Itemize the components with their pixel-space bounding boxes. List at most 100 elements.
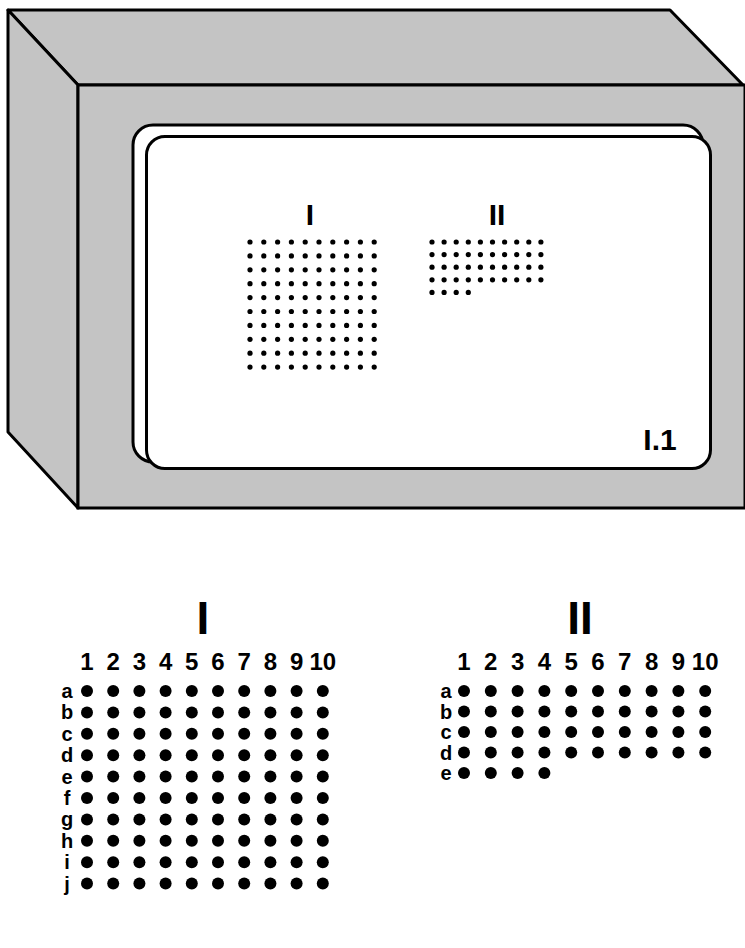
grid-dot <box>358 365 363 370</box>
grid-dot <box>592 706 604 718</box>
grid-dot <box>247 351 252 356</box>
grid-dot <box>358 337 363 342</box>
grid-dot <box>317 813 329 825</box>
grid-dot <box>261 281 266 286</box>
grid-dot <box>160 878 172 890</box>
row-letter: b <box>440 702 452 722</box>
grid-dot <box>291 878 303 890</box>
grid-dot <box>238 706 250 718</box>
grid-dot <box>442 252 447 257</box>
grid-dot <box>238 878 250 890</box>
grid-dot <box>672 706 684 718</box>
grid-dot <box>526 252 531 257</box>
grid-dot <box>247 295 252 300</box>
row-letter: j <box>64 874 70 894</box>
grid-dot <box>264 749 276 761</box>
grid-dot <box>247 323 252 328</box>
grid-dot <box>330 253 335 258</box>
column-number: 10 <box>692 650 719 674</box>
grid-dot <box>490 239 495 244</box>
grid-dot <box>275 351 280 356</box>
grid-dot <box>485 685 497 697</box>
grid-dot <box>160 749 172 761</box>
grid-dot <box>485 706 497 718</box>
grid-dot <box>344 267 349 272</box>
grid-dot <box>526 239 531 244</box>
grid-dot <box>289 337 294 342</box>
grid-dot <box>490 252 495 257</box>
grid-dot <box>133 835 145 847</box>
grid-dot <box>344 323 349 328</box>
grid-dot <box>133 792 145 804</box>
grid-dot <box>81 835 93 847</box>
grid-dot <box>526 265 531 270</box>
grid-dot <box>372 253 377 258</box>
column-number: 2 <box>107 650 120 674</box>
grid-dot <box>478 239 483 244</box>
grid-dot <box>291 856 303 868</box>
grid-dot <box>275 239 280 244</box>
row-letter: i <box>64 852 70 872</box>
grid-dot <box>133 771 145 783</box>
grid-dot <box>212 792 224 804</box>
grid-dot <box>261 253 266 258</box>
grid-dot <box>291 835 303 847</box>
grid-dot <box>291 771 303 783</box>
grid-dot <box>466 239 471 244</box>
cabinet-side <box>8 10 78 508</box>
grid-dot <box>261 309 266 314</box>
grid-dot <box>316 295 321 300</box>
grid-dot <box>107 749 119 761</box>
grid-dot <box>330 351 335 356</box>
grid-dot <box>485 726 497 738</box>
grid-dot <box>238 771 250 783</box>
grid-dot <box>344 337 349 342</box>
grid-dot <box>316 323 321 328</box>
column-number: 5 <box>185 650 198 674</box>
grid-dot <box>502 239 507 244</box>
grid-dot <box>490 277 495 282</box>
grid-dot <box>358 253 363 258</box>
column-number: 8 <box>645 650 658 674</box>
grid-dot <box>133 706 145 718</box>
grid-dot <box>186 878 198 890</box>
grid-dot <box>291 685 303 697</box>
grid-dot <box>466 277 471 282</box>
grid-dot <box>344 281 349 286</box>
grid-dot <box>238 835 250 847</box>
grid-dot <box>619 726 631 738</box>
grid-dot <box>429 252 434 257</box>
grid-dot <box>538 706 550 718</box>
grid-dot <box>619 706 631 718</box>
grid-dot <box>186 771 198 783</box>
grid-dot <box>442 265 447 270</box>
grid-dot <box>81 728 93 740</box>
grid-dot <box>291 792 303 804</box>
grid-dot <box>317 728 329 740</box>
grid-dot <box>316 239 321 244</box>
grid-dot <box>275 323 280 328</box>
grid-dot <box>317 771 329 783</box>
grid-dot <box>133 685 145 697</box>
grid-label: II <box>489 200 506 230</box>
grid-dot <box>238 749 250 761</box>
panel-number: I.1 <box>643 425 676 455</box>
grid-dot <box>212 728 224 740</box>
grid-dot <box>303 309 308 314</box>
grid-dot <box>289 281 294 286</box>
grid-dot <box>275 309 280 314</box>
column-number: 9 <box>672 650 685 674</box>
grid-dot <box>358 281 363 286</box>
grid-dot <box>672 726 684 738</box>
grid-dot <box>261 239 266 244</box>
cabinet-front <box>78 85 745 508</box>
grid-dot <box>81 749 93 761</box>
column-number: 8 <box>264 650 277 674</box>
grid-dot <box>429 239 434 244</box>
row-letter: b <box>61 702 73 722</box>
grid-dot <box>261 351 266 356</box>
grid-title: II <box>567 595 593 641</box>
grid-dot <box>316 253 321 258</box>
grid-dot <box>160 728 172 740</box>
grid-dot <box>478 265 483 270</box>
